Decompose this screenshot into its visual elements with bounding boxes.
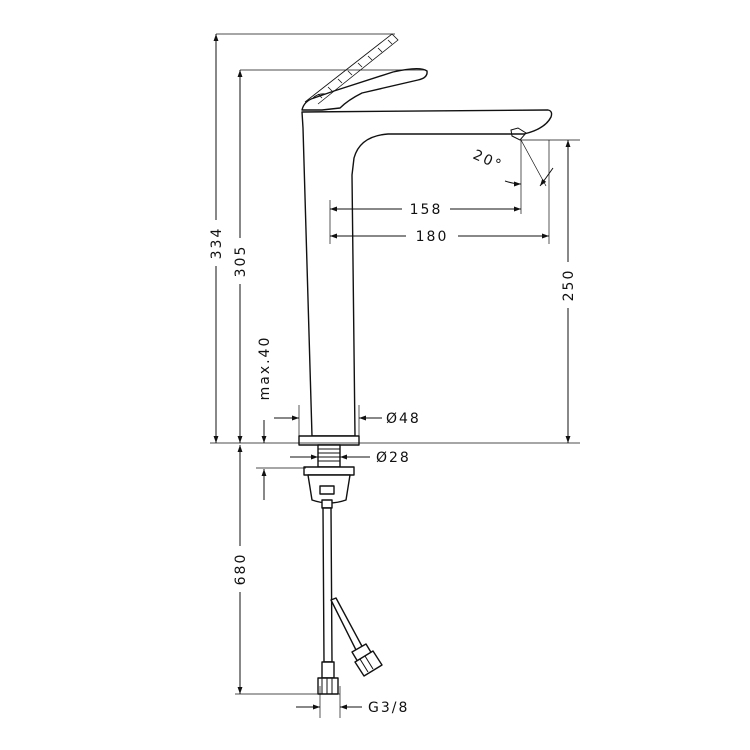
label-hose-length: 680 (233, 553, 249, 586)
label-shank-diameter: Ø28 (376, 450, 411, 466)
hose-fitting-left (321, 661, 335, 679)
bracket-screw (319, 485, 335, 495)
faucet-base (298, 435, 360, 446)
label-total-height: 334 (209, 227, 225, 260)
dim-angle-left (504, 180, 522, 187)
spout-outlet (510, 127, 527, 141)
supply-hoses (317, 507, 383, 695)
label-projection-outlet: 158 (410, 202, 443, 218)
threaded-shank (317, 444, 341, 468)
lever-open-position (304, 33, 399, 105)
faucet-column-spout (301, 109, 553, 437)
extension-lines (210, 33, 580, 718)
label-outlet-height: 250 (561, 269, 577, 302)
mounting-assembly (303, 444, 355, 509)
hose-straight (322, 507, 333, 663)
lever-handle (301, 68, 428, 111)
mounting-nut (303, 466, 355, 476)
label-spout-height: 305 (233, 245, 249, 278)
hose-bent (330, 597, 365, 655)
label-base-diameter: Ø48 (386, 411, 421, 427)
dimension-labels: 334 305 250 158 180 680 max.40 Ø48 Ø28 G… (208, 147, 577, 716)
dim-angle-right (539, 167, 554, 187)
label-spray-angle: 20° (470, 147, 505, 174)
hose-nut-left (317, 677, 339, 695)
faucet-body (298, 33, 553, 446)
bracket-base (321, 499, 333, 509)
label-projection-total: 180 (416, 229, 449, 245)
label-max-countertop: max.40 (257, 336, 273, 401)
label-connection-thread: G3/8 (368, 700, 409, 716)
hose-nut-right (354, 650, 383, 677)
